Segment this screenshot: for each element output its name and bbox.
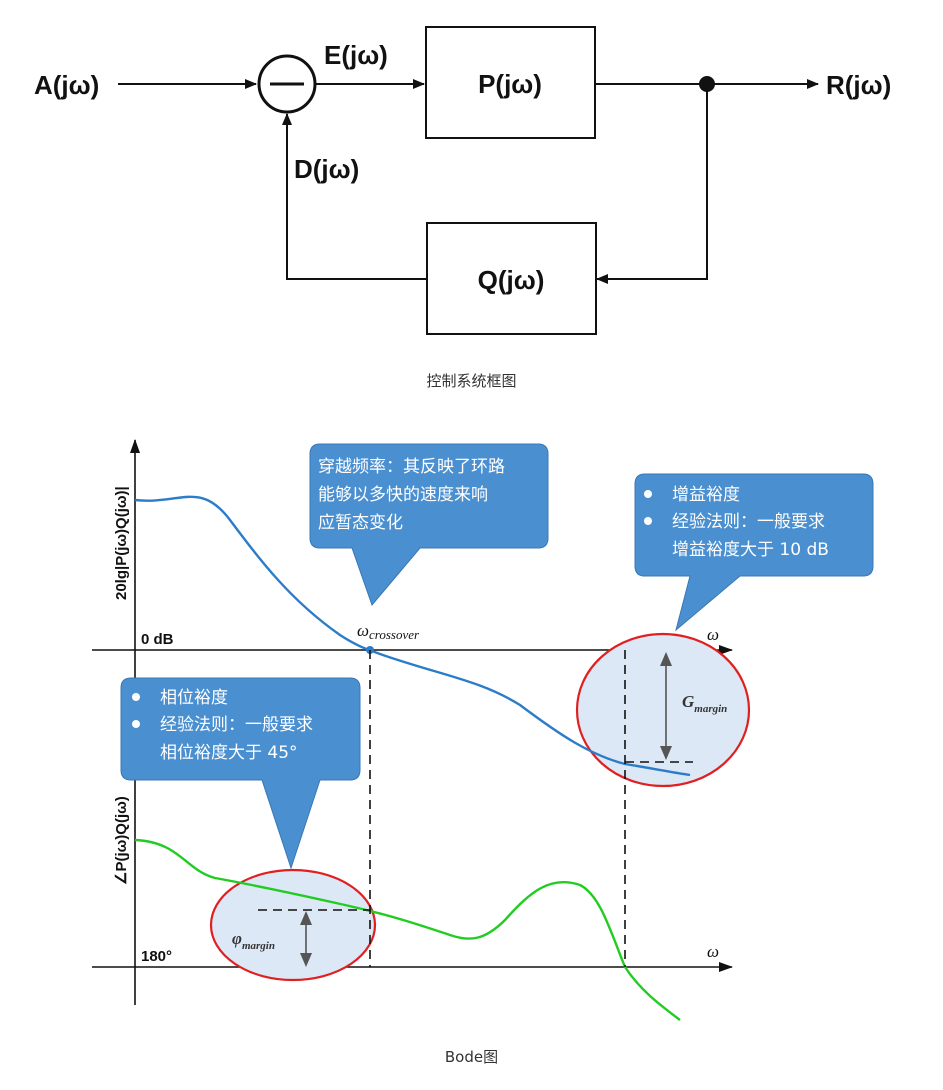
callout-phase-line-2: 经验法则：一般要求 <box>160 715 313 735</box>
phase-axis-label: ∠P(jω)Q(jω) <box>113 796 130 885</box>
gain-margin-circle <box>575 632 751 788</box>
output-label: R(jω) <box>826 70 891 100</box>
bode-caption: Bode图 <box>444 1048 499 1066</box>
phase-margin-label: φmargin <box>232 929 275 952</box>
error-label: E(jω) <box>324 40 388 70</box>
callout-crossover-line-1: 穿越频率：其反映了环路 <box>318 457 505 477</box>
zero-db-label: 0 dB <box>141 631 174 648</box>
crossover-label: ωcrossover <box>357 621 420 642</box>
callout-gain-line-3: 增益裕度大于 10 dB <box>672 540 829 560</box>
callout-phase: 相位裕度 经验法则：一般要求 相位裕度大于 45° <box>120 677 361 870</box>
callout-gain-line-1: 增益裕度 <box>672 485 740 505</box>
callout-crossover-line-2: 能够以多快的速度来响 <box>318 485 488 505</box>
feedback-arrow-out <box>282 113 427 280</box>
callout-gain: 增益裕度 经验法则：一般要求 增益裕度大于 10 dB <box>634 473 874 632</box>
input-label: A(jω) <box>34 70 99 100</box>
gain-margin-label: Gmargin <box>682 692 727 715</box>
plant-block <box>425 26 596 139</box>
plant-label: P(jω) <box>478 69 542 99</box>
omega-label-mag: ω <box>707 625 719 644</box>
phase-margin-circle <box>209 868 377 982</box>
deg-180-label: 180° <box>141 948 172 965</box>
phase-curve <box>134 838 681 1021</box>
bode-plot: 0 dB ω 180° ω 20lg|P(jω)Q(jω)| ∠P(jω)Q(j… <box>92 439 874 1021</box>
block-diagram: A(jω) E(jω) P(jω) R(jω) Q(jω) D(jω) <box>34 26 891 335</box>
feedback-label: D(jω) <box>294 154 359 184</box>
callout-gain-line-2: 经验法则：一般要求 <box>672 512 825 532</box>
callout-crossover-line-3: 应暂态变化 <box>318 513 403 533</box>
block-diagram-caption: 控制系统框图 <box>426 372 517 390</box>
callout-phase-line-3: 相位裕度大于 45° <box>160 743 298 763</box>
omega-label-phase: ω <box>707 942 719 961</box>
callout-crossover: 穿越频率：其反映了环路 能够以多快的速度来响 应暂态变化 <box>309 443 549 606</box>
feedback-arrow-in <box>596 84 708 284</box>
callout-phase-line-1: 相位裕度 <box>160 688 228 708</box>
magnitude-curve <box>134 495 691 777</box>
magnitude-axis-label: 20lg|P(jω)Q(jω)| <box>113 486 130 600</box>
feedback-block <box>426 222 597 335</box>
feedback-block-label: Q(jω) <box>478 265 545 295</box>
